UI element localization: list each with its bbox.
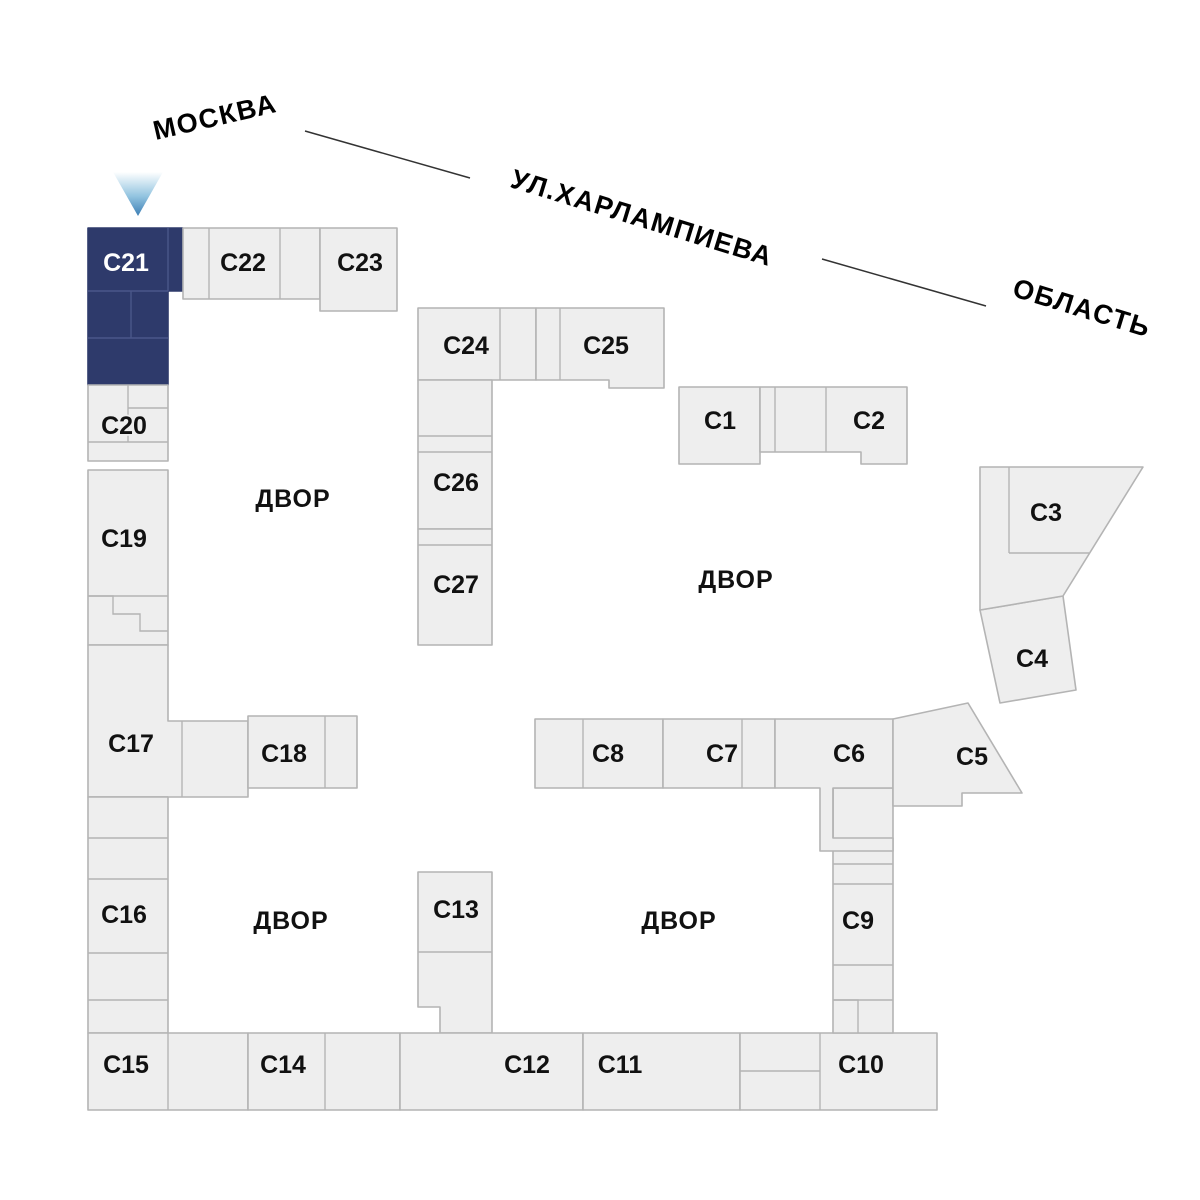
building-unit-c5[interactable]: C5 [892, 702, 1023, 807]
building-unit-c13[interactable]: C13 [417, 871, 493, 1034]
unit-label-c18: C18 [261, 740, 307, 768]
unit-label-c23: C23 [337, 249, 383, 277]
building-unit-c17[interactable]: C17 [87, 644, 249, 798]
building-unit-c19[interactable]: C19 [87, 469, 169, 646]
leader-line-oblast [821, 258, 987, 307]
street-oblast: ОБЛАСТЬ [1009, 273, 1154, 343]
unit-label-c1: C1 [704, 407, 736, 435]
unit-label-c8: C8 [592, 740, 624, 768]
unit-label-c19: C19 [101, 525, 147, 553]
building-shape-c5[interactable] [892, 702, 1023, 807]
building-divider-c19-1 [88, 595, 168, 632]
building-unit-c8[interactable]: C8 [534, 718, 664, 789]
building-unit-c2[interactable]: C2 [759, 386, 908, 465]
building-unit-c1[interactable]: C1 [678, 386, 761, 465]
yard-south-west: ДВОР [253, 907, 328, 935]
building-divider-c9-4 [833, 999, 859, 1033]
unit-label-c7: C7 [706, 740, 738, 768]
building-unit-c22[interactable]: C22 [182, 227, 321, 300]
building-shape-c12[interactable] [399, 1032, 584, 1111]
building-unit-c6[interactable]: C6 [774, 718, 894, 852]
building-unit-c9[interactable]: C9 [832, 787, 894, 1034]
unit-label-c10: C10 [838, 1051, 884, 1079]
unit-label-c11: C11 [598, 1051, 643, 1079]
unit-label-c20: C20 [101, 412, 147, 440]
building-unit-c10[interactable]: C10 [739, 1032, 938, 1111]
unit-label-c16: C16 [101, 901, 147, 929]
unit-label-c9: C9 [842, 907, 874, 935]
building-unit-c21[interactable]: C21 [87, 227, 184, 386]
building-unit-c23[interactable]: C23 [319, 227, 398, 312]
unit-label-c26: C26 [433, 469, 479, 497]
unit-label-c15: C15 [103, 1051, 149, 1079]
selected-unit-marker-group [113, 172, 163, 216]
street-leader-lines [304, 130, 987, 307]
leader-line-moskva [304, 130, 471, 179]
building-unit-c11[interactable]: C11 [582, 1032, 741, 1111]
building-unit-c20[interactable]: C20 [87, 384, 169, 462]
unit-label-c4: C4 [1016, 645, 1048, 673]
building-unit-c12[interactable]: C12 [399, 1032, 584, 1111]
building-unit-c27[interactable]: C27 [417, 528, 493, 646]
building-unit-c18[interactable]: C18 [247, 715, 358, 789]
yard-north-east: ДВОР [698, 566, 773, 594]
building-unit-c15[interactable]: C15 [87, 1032, 249, 1111]
building-shape-c23[interactable] [319, 227, 398, 312]
unit-label-c13: C13 [433, 896, 479, 924]
building-shape-c1[interactable] [678, 386, 761, 465]
selected-unit-marker [113, 172, 163, 216]
unit-label-c22: C22 [220, 249, 266, 277]
building-unit-c4[interactable]: C4 [979, 595, 1077, 704]
unit-label-c3: C3 [1030, 499, 1062, 527]
unit-label-c27: C27 [433, 571, 479, 599]
building-shape-c27[interactable] [417, 528, 493, 646]
building-shape-c3[interactable] [979, 466, 1144, 611]
building-unit-c16[interactable]: C16 [87, 796, 169, 1034]
building-unit-c7[interactable]: C7 [662, 718, 776, 789]
building-unit-c26[interactable]: C26 [417, 379, 493, 530]
building-unit-c3[interactable]: C3 [979, 466, 1144, 611]
unit-label-c2: C2 [853, 407, 885, 435]
street-moskva: МОСКВА [150, 88, 280, 146]
building-shape-c19[interactable] [87, 469, 169, 646]
building-unit-c25[interactable]: C25 [535, 307, 665, 389]
building-shape-c2[interactable] [759, 386, 908, 465]
unit-label-c12: C12 [504, 1051, 550, 1079]
building-unit-c24[interactable]: C24 [417, 307, 537, 381]
unit-label-c21: C21 [103, 249, 149, 277]
building-shape-c18[interactable] [247, 715, 358, 789]
street-labels-group: МОСКВА УЛ.ХАРЛАМПИЕВА ОБЛАСТЬ [150, 88, 1154, 343]
unit-label-c25: C25 [583, 332, 629, 360]
yard-north-west: ДВОР [255, 485, 330, 513]
building-shape-c17[interactable] [87, 644, 249, 798]
unit-label-c17: C17 [108, 730, 154, 758]
unit-label-c5: C5 [956, 743, 988, 771]
unit-label-c24: C24 [443, 332, 489, 360]
building-unit-c14[interactable]: C14 [247, 1032, 401, 1111]
building-shape-c25[interactable] [535, 307, 665, 389]
unit-label-c6: C6 [833, 740, 865, 768]
yard-labels-group: ДВОР ДВОР ДВОР ДВОР [253, 485, 773, 935]
street-harlampieva: УЛ.ХАРЛАМПИЕВА [507, 164, 776, 272]
unit-label-c14: C14 [260, 1051, 306, 1079]
yard-south-east: ДВОР [641, 907, 716, 935]
building-shape-c26[interactable] [417, 379, 493, 530]
